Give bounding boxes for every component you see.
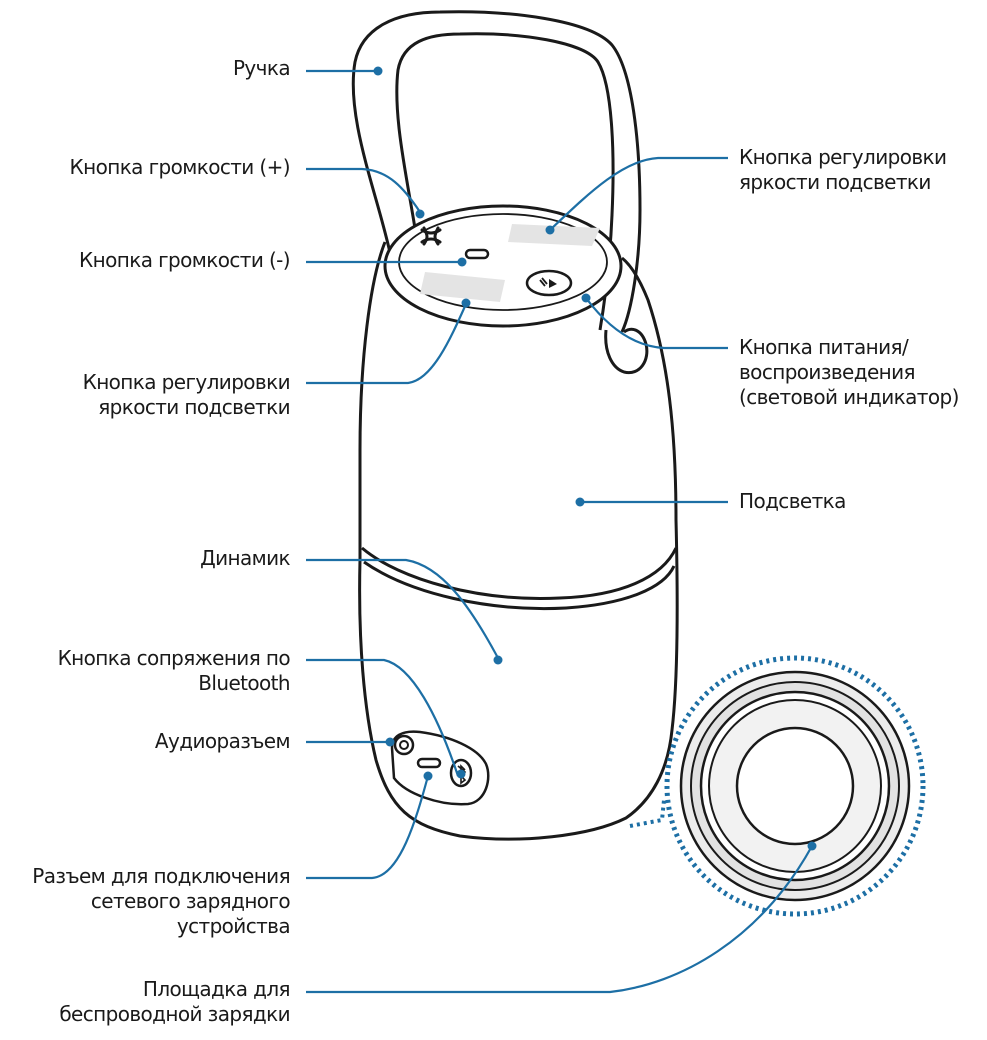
label-light-button-left: Кнопка регулировки яркости подсветки	[82, 370, 291, 419]
label-charger-port: Разъем для подключения сетевого зарядног…	[32, 864, 290, 938]
leader-power	[585, 297, 728, 350]
leader-light-left	[306, 303, 468, 385]
wireless-pad-zoom	[629, 655, 926, 917]
volume-up-icon	[420, 226, 442, 246]
label-speaker: Динамик	[200, 546, 291, 570]
volume-down-icon	[464, 248, 490, 260]
leader-dots	[373, 66, 817, 851]
label-volume-up: Кнопка громкости (+)	[69, 155, 291, 179]
charger-port-icon	[416, 757, 442, 769]
leader-charger	[306, 775, 430, 880]
leader-lines	[306, 69, 813, 994]
label-wireless-pad: Площадка для беспроводной зарядки	[59, 977, 290, 1026]
back-panel	[390, 730, 490, 806]
leader-speaker	[306, 558, 499, 659]
label-volume-down: Кнопка громкости (-)	[79, 248, 291, 272]
audio-jack-icon	[393, 734, 415, 756]
leader-bt	[306, 658, 460, 777]
label-audio-jack: Аудиоразъем	[154, 729, 291, 753]
speaker-body	[358, 241, 679, 841]
label-power-play: Кнопка питания/ воспроизведения (светово…	[739, 335, 959, 409]
label-bt-pairing: Кнопка сопряжения по Bluetooth	[57, 646, 291, 695]
label-light-button-right: Кнопка регулировки яркости подсветки	[739, 145, 947, 194]
leader-volume-up	[306, 167, 421, 213]
play-pause-icon	[525, 269, 573, 297]
label-handle: Ручка	[232, 56, 291, 80]
top-face	[383, 204, 623, 328]
leader-light-right	[549, 156, 728, 231]
handle-illustration	[351, 10, 649, 375]
label-backlight: Подсветка	[739, 489, 846, 513]
leader-pad	[306, 845, 813, 994]
